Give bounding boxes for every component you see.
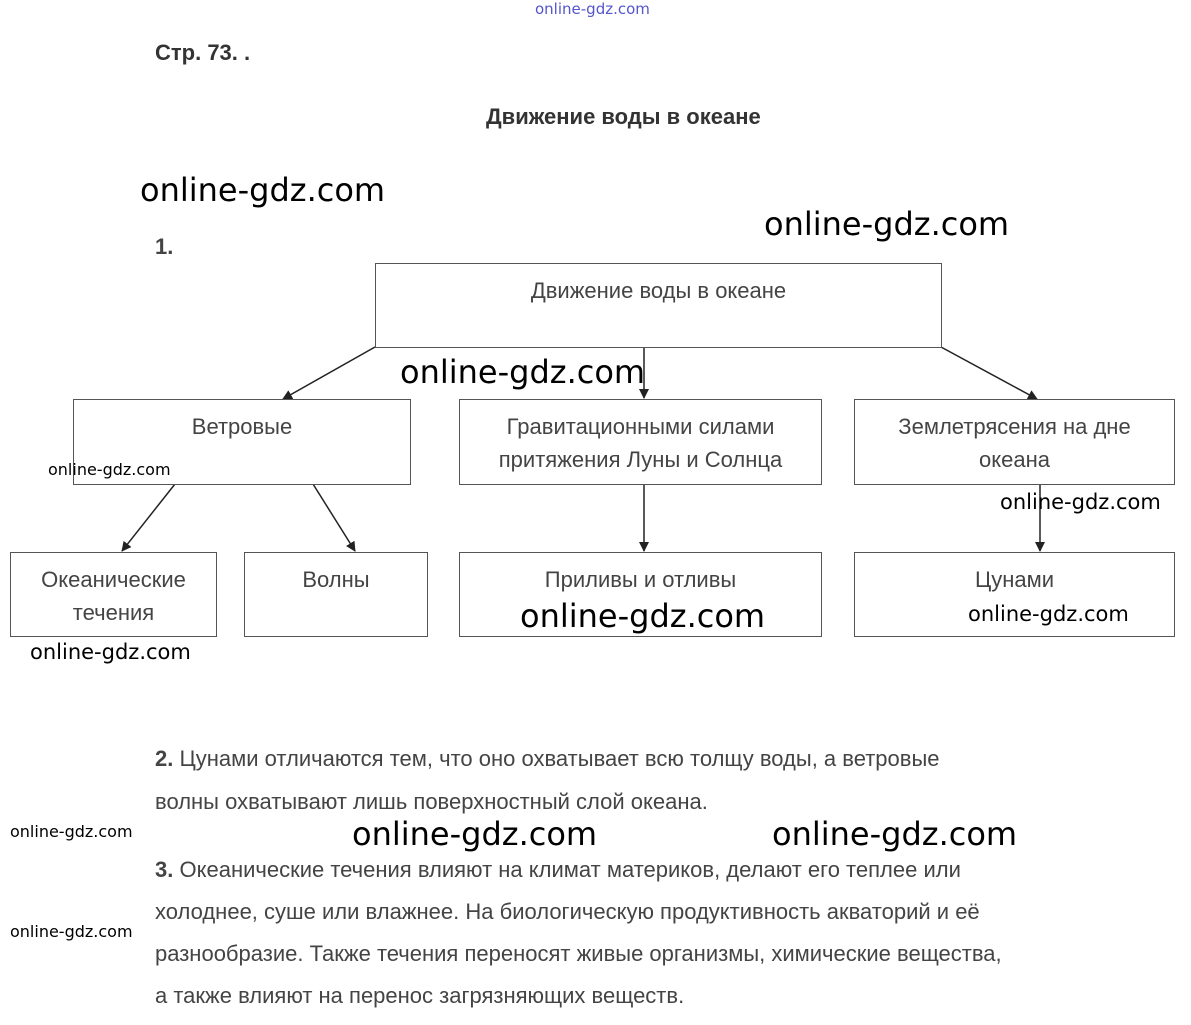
page-reference: Стр. 73. . bbox=[155, 40, 251, 65]
task-number: 2. bbox=[155, 746, 174, 771]
page-title: Движение воды в океане bbox=[486, 104, 761, 129]
watermark: online-gdz.com bbox=[48, 460, 171, 479]
watermark: online-gdz.com bbox=[772, 815, 1018, 853]
watermark: online-gdz.com bbox=[520, 597, 766, 635]
diagram-box-gravity: Гравитационными силами притяжения Луны и… bbox=[459, 399, 822, 485]
watermark: online-gdz.com bbox=[10, 822, 133, 841]
watermark: online-gdz.com bbox=[400, 353, 646, 391]
watermark: online-gdz.com bbox=[30, 640, 191, 664]
answer-text: Цунами отличаются тем, что оно охватывае… bbox=[179, 746, 940, 771]
diagram-box-tides: Приливы и отливы bbox=[459, 552, 822, 637]
watermark: online-gdz.com bbox=[10, 922, 133, 941]
watermark: online-gdz.com bbox=[968, 602, 1129, 626]
arrow bbox=[312, 483, 356, 552]
arrow bbox=[940, 346, 1038, 400]
watermark: online-gdz.com bbox=[535, 0, 650, 18]
answer-3-line: разнообразие. Также течения переносят жи… bbox=[155, 941, 1002, 966]
watermark: online-gdz.com bbox=[140, 171, 386, 209]
task-number: 1. bbox=[155, 234, 174, 259]
diagram-root-box: Движение воды в океане bbox=[375, 263, 942, 348]
answer-3-line: холоднее, суше или влажнее. На биологиче… bbox=[155, 899, 980, 924]
diagram-box-tsunami: Цунами bbox=[854, 552, 1175, 637]
arrow bbox=[282, 346, 376, 400]
diagram-box-earthquakes: Землетрясения на дне океана bbox=[854, 399, 1175, 485]
answer-2-line: 2. Цунами отличаются тем, что оно охваты… bbox=[155, 746, 940, 771]
diagram-box-wind: Ветровые bbox=[73, 399, 411, 485]
arrow bbox=[121, 483, 176, 552]
diagram-box-currents: Океанические течения bbox=[10, 552, 217, 637]
answer-text: Океанические течения влияют на климат ма… bbox=[179, 857, 961, 882]
watermark: online-gdz.com bbox=[1000, 490, 1161, 514]
watermark: online-gdz.com bbox=[352, 815, 598, 853]
task-number: 3. bbox=[155, 857, 174, 882]
watermark: online-gdz.com bbox=[764, 205, 1010, 243]
answer-2-line: волны охватывают лишь поверхностный слой… bbox=[155, 789, 708, 814]
diagram-box-waves: Волны bbox=[244, 552, 428, 637]
answer-3-line: 3. Океанические течения влияют на климат… bbox=[155, 857, 961, 882]
answer-3-line: а также влияют на перенос загрязняющих в… bbox=[155, 983, 685, 1008]
